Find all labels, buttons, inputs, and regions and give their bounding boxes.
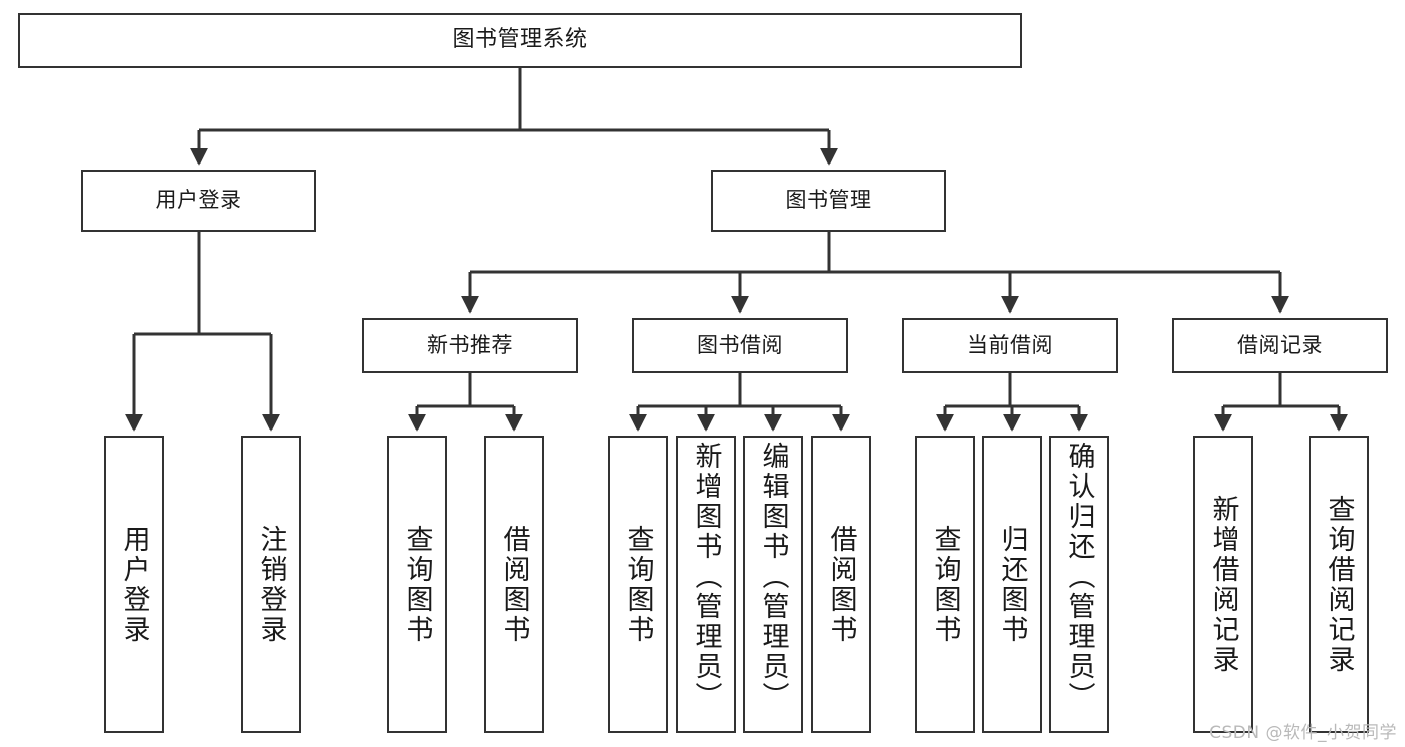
node-leaf-user-login[interactable]: 用户登录 <box>104 436 164 733</box>
node-label: 新书推荐 <box>427 332 513 357</box>
node-root-book-management-system[interactable]: 图书管理系统 <box>18 13 1022 68</box>
node-leaf-query-book-recommend[interactable]: 查询图书 <box>387 436 447 733</box>
node-label: 新增借阅记录 <box>1207 494 1239 675</box>
node-label: 当前借阅 <box>967 332 1053 357</box>
node-label: 确认归还（管理员） <box>1063 442 1095 712</box>
node-label: 借阅图书 <box>498 524 530 645</box>
node-label: 查询图书 <box>929 524 961 645</box>
node-label: 图书管理系统 <box>452 27 588 53</box>
node-leaf-return-book[interactable]: 归还图书 <box>982 436 1042 733</box>
node-label: 借阅图书 <box>825 524 857 645</box>
node-user-login[interactable]: 用户登录 <box>81 170 316 232</box>
node-label: 用户登录 <box>118 524 150 645</box>
node-borrow-record[interactable]: 借阅记录 <box>1172 318 1388 373</box>
node-leaf-query-book-borrow[interactable]: 查询图书 <box>608 436 668 733</box>
node-label: 编辑图书（管理员） <box>757 442 789 712</box>
node-current-borrow[interactable]: 当前借阅 <box>902 318 1118 373</box>
node-book-management[interactable]: 图书管理 <box>711 170 946 232</box>
node-label: 用户登录 <box>155 188 242 213</box>
node-leaf-add-borrow-record[interactable]: 新增借阅记录 <box>1193 436 1253 733</box>
node-leaf-query-borrow-record[interactable]: 查询借阅记录 <box>1309 436 1369 733</box>
node-leaf-logout[interactable]: 注销登录 <box>241 436 301 733</box>
node-new-book-recommend[interactable]: 新书推荐 <box>362 318 578 373</box>
node-book-borrow[interactable]: 图书借阅 <box>632 318 848 373</box>
node-label: 注销登录 <box>255 524 287 645</box>
node-label: 新增图书（管理员） <box>690 442 722 712</box>
node-label: 图书借阅 <box>697 332 783 357</box>
node-leaf-edit-book[interactable]: 编辑图书（管理员） <box>743 436 803 733</box>
node-label: 图书管理 <box>785 188 872 213</box>
node-label: 查询图书 <box>401 524 433 645</box>
node-leaf-borrow-book-recommend[interactable]: 借阅图书 <box>484 436 544 733</box>
node-leaf-query-book-current[interactable]: 查询图书 <box>915 436 975 733</box>
node-label: 归还图书 <box>996 524 1028 645</box>
watermark-text: CSDN @软件_小贺同学 <box>1209 723 1397 743</box>
node-leaf-confirm-return[interactable]: 确认归还（管理员） <box>1049 436 1109 733</box>
node-label: 查询借阅记录 <box>1323 494 1355 675</box>
node-leaf-borrow-book[interactable]: 借阅图书 <box>811 436 871 733</box>
node-label: 查询图书 <box>622 524 654 645</box>
node-label: 借阅记录 <box>1237 332 1323 357</box>
node-leaf-add-book[interactable]: 新增图书（管理员） <box>676 436 736 733</box>
